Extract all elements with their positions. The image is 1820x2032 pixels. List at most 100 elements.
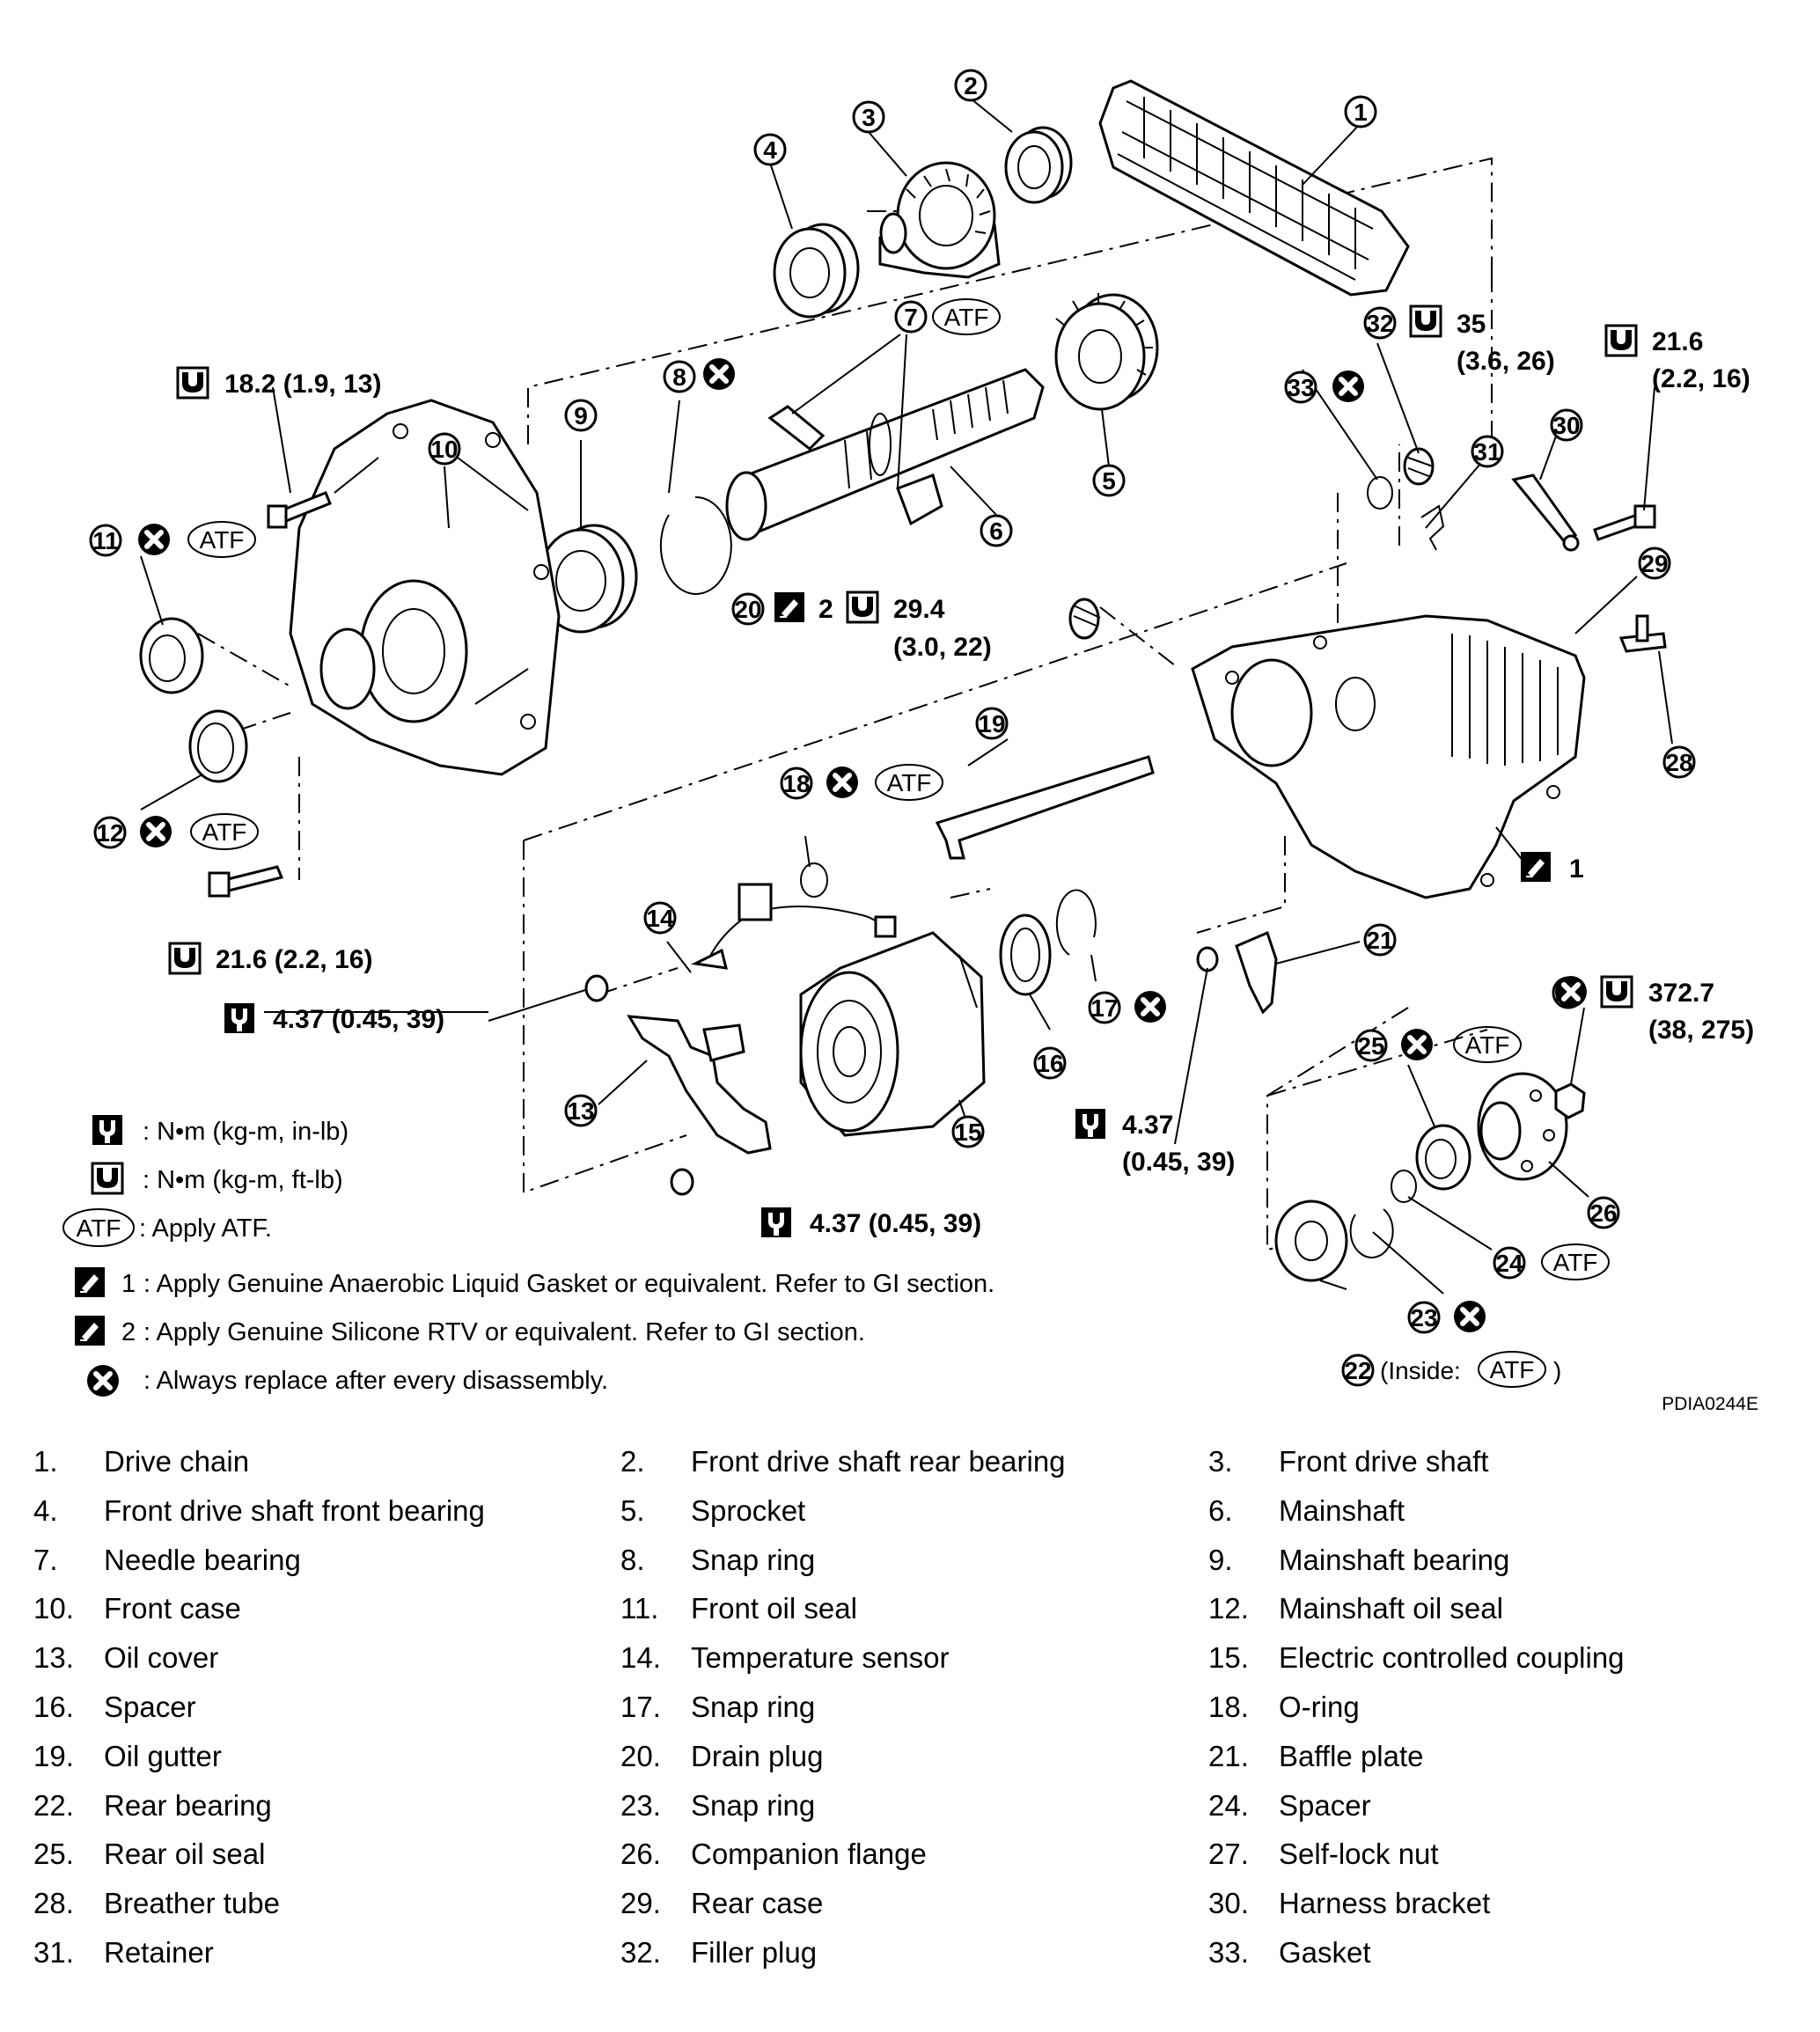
part-number: 24. <box>1208 1788 1249 1822</box>
svg-text:13: 13 <box>567 1097 594 1125</box>
companion-flange <box>1477 1072 1568 1181</box>
part-number: 16. <box>33 1691 74 1723</box>
svg-text:29.4: 29.4 <box>893 595 945 624</box>
figure-id: PDIA0244E <box>1662 1394 1758 1414</box>
svg-text:31: 31 <box>1473 438 1501 466</box>
svg-text:(38, 275): (38, 275) <box>1648 1016 1754 1045</box>
svg-text:2: 2 <box>818 595 833 624</box>
part-name: Electric controlled coupling <box>1279 1641 1625 1675</box>
part-number: 6. <box>1208 1493 1233 1527</box>
front-case <box>289 399 561 776</box>
front-drive-shaft-rear-bearing <box>1004 126 1073 204</box>
svg-text:2: 2 <box>964 72 978 99</box>
svg-text:9: 9 <box>574 402 588 429</box>
callout-14: 14 <box>643 901 677 935</box>
svg-text:22: 22 <box>1344 1357 1371 1384</box>
part-number: 26. <box>620 1838 661 1871</box>
svg-text:ATF: ATF <box>1465 1031 1510 1059</box>
svg-text:: N•m (kg-m, in-lb): : N•m (kg-m, in-lb) <box>143 1118 349 1146</box>
callout-20: 20 <box>731 592 765 626</box>
callout-17: 17 <box>1088 991 1121 1024</box>
replace-icon <box>1401 1029 1433 1060</box>
callout-15: 15 <box>951 1115 985 1148</box>
svg-text:ATF: ATF <box>77 1214 121 1242</box>
svg-text:8: 8 <box>672 363 686 391</box>
part-number-labels: 1 2 3 4 5 6 7 8 9 10 11 12 13 14 15 16 1… <box>89 69 1696 1387</box>
spacer-24 <box>1391 1170 1417 1203</box>
torque-ft-lb-icon <box>1600 975 1633 1009</box>
part-number: 2. <box>620 1445 645 1478</box>
part-number: 31. <box>33 1936 74 1969</box>
replace-icon <box>1332 370 1364 402</box>
svg-text:4.37 (0.45, 39): 4.37 (0.45, 39) <box>273 1005 444 1034</box>
svg-text:(0.45, 39): (0.45, 39) <box>1122 1148 1235 1177</box>
torque-ft-lb-icon <box>91 1162 124 1195</box>
svg-text:24: 24 <box>1495 1250 1523 1277</box>
front-drive-shaft-front-bearing <box>773 223 860 319</box>
part-number: 23. <box>620 1788 661 1822</box>
part-name: Companion flange <box>691 1838 927 1871</box>
svg-text:6: 6 <box>989 517 1003 545</box>
sealant-icon <box>74 1315 106 1346</box>
part-name: Retainer <box>104 1936 214 1969</box>
torque-ft-lb-icon <box>176 366 209 400</box>
svg-text:26: 26 <box>1589 1199 1617 1227</box>
part-number: 27. <box>1208 1838 1249 1871</box>
front-drive-shaft <box>878 161 1001 279</box>
callout-31: 31 <box>1471 435 1504 468</box>
svg-text:21.6: 21.6 <box>1652 327 1703 356</box>
part-name: Snap ring <box>691 1543 816 1576</box>
filler-plug <box>1403 447 1435 486</box>
harness-bracket <box>1511 473 1580 552</box>
svg-text:4.37 (0.45, 39): 4.37 (0.45, 39) <box>810 1209 981 1238</box>
part-name: Mainshaft oil seal <box>1279 1592 1503 1625</box>
part-number: 15. <box>1208 1641 1249 1675</box>
part-name: Snap ring <box>691 1788 816 1822</box>
spacer-16 <box>999 913 1052 996</box>
part-name: Mainshaft bearing <box>1279 1543 1510 1576</box>
torque-ft-lb-icon <box>168 942 202 975</box>
callout-3: 3 <box>852 100 885 134</box>
svg-text:12: 12 <box>96 819 123 847</box>
svg-text:21: 21 <box>1366 927 1393 954</box>
needle-bearing <box>767 405 943 526</box>
callout-7: 7 <box>894 300 928 334</box>
callout-16: 16 <box>1033 1046 1067 1080</box>
part-name: Oil cover <box>104 1641 219 1675</box>
svg-text:29: 29 <box>1640 550 1668 577</box>
part-number: 10. <box>33 1592 74 1625</box>
svg-text:5: 5 <box>1102 467 1116 495</box>
part-name: Front drive shaft front bearing <box>104 1493 485 1527</box>
baffle-plate-bolt <box>1196 946 1219 972</box>
svg-text:35: 35 <box>1457 310 1486 339</box>
front-case-lower-bolt <box>208 865 284 898</box>
rear-bearing <box>1274 1199 1348 1282</box>
part-name: Spacer <box>104 1691 196 1723</box>
torque-ft-lb-icon <box>1409 304 1442 338</box>
callout-6: 6 <box>980 514 1013 547</box>
svg-text:18.2 (1.9, 13): 18.2 (1.9, 13) <box>224 370 381 399</box>
torque-in-lb-icon <box>761 1207 791 1237</box>
svg-text:ATF: ATF <box>1490 1356 1535 1383</box>
svg-text:: Apply Genuine Anaerobic Liqu: : Apply Genuine Anaerobic Liquid Gasket … <box>143 1270 994 1298</box>
part-number: 11. <box>620 1592 659 1625</box>
svg-text:2: 2 <box>121 1318 136 1346</box>
svg-text:21.6 (2.2, 16): 21.6 (2.2, 16) <box>216 945 372 974</box>
callout-13: 13 <box>564 1094 598 1127</box>
part-name: Drive chain <box>104 1445 250 1478</box>
svg-text:(3.0, 22): (3.0, 22) <box>893 633 992 662</box>
spec-callouts: ATF 18.2 (1.9, 13) ATF ATF 21.6 (2.2, 16… <box>138 298 1754 1388</box>
svg-text:25: 25 <box>1357 1032 1384 1060</box>
replace-icon <box>1555 976 1587 1008</box>
replace-icon <box>1454 1301 1486 1332</box>
svg-text:1: 1 <box>1354 99 1368 126</box>
front-case-bolt <box>267 491 332 529</box>
callout-25: 25 <box>1354 1029 1388 1062</box>
part-number: 18. <box>1208 1691 1249 1723</box>
callout-32: 32 <box>1363 306 1397 340</box>
part-number: 19. <box>33 1739 74 1772</box>
part-number: 14. <box>620 1641 661 1675</box>
callout-1: 1 <box>1344 95 1377 128</box>
svg-text:: Always replace after every d: : Always replace after every disassembly… <box>143 1367 608 1395</box>
